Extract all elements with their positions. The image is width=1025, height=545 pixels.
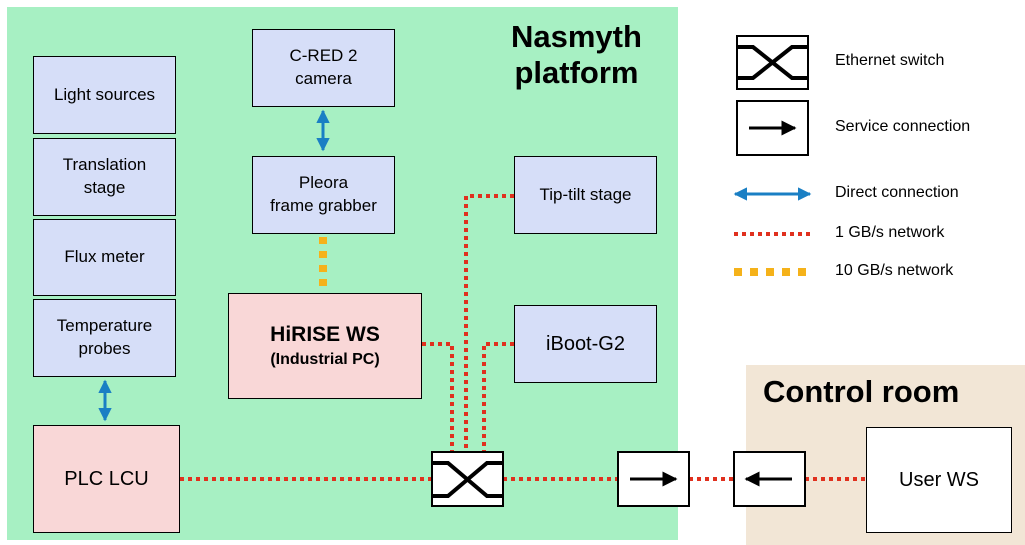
hirise-ws-box: HiRISE WS (Industrial PC) — [228, 293, 422, 399]
hirise-ws-label: HiRISE WS — [270, 323, 380, 347]
iboot-g2-box: iBoot-G2 — [514, 305, 657, 383]
service-connection-out-icon — [617, 451, 690, 507]
plc-lcu-box: PLC LCU — [33, 425, 180, 533]
legend-10gb-network-label: 10 GB/s network — [835, 262, 954, 279]
legend-ethernet-switch-label: Ethernet switch — [835, 52, 945, 69]
light-sources-box: Light sources — [33, 56, 176, 134]
nasmyth-platform-title: Nasmyth platform — [511, 19, 642, 90]
temperature-probes-box: Temperature probes — [33, 299, 176, 377]
legend-ethernet-switch-icon — [736, 35, 809, 90]
control-room-title: Control room — [763, 374, 960, 409]
legend-service-connection-icon — [736, 100, 809, 156]
cred2-camera-box: C-RED 2 camera — [252, 29, 395, 107]
user-ws-box: User WS — [866, 427, 1012, 533]
link-iboot-switch — [482, 342, 514, 452]
hirise-ws-sublabel: (Industrial PC) — [270, 351, 380, 369]
pleora-frame-grabber-box: Pleora frame grabber — [252, 156, 395, 234]
legend-service-connection-label: Service connection — [835, 118, 971, 135]
legend-1gb-network-label: 1 GB/s network — [835, 224, 945, 241]
flux-meter-box: Flux meter — [33, 219, 176, 296]
ethernet-switch-icon — [431, 451, 504, 507]
link-hirise-switch — [422, 342, 454, 452]
tip-tilt-stage-box: Tip-tilt stage — [514, 156, 657, 234]
link-tiptilt-switch — [464, 194, 514, 452]
translation-stage-box: Translation stage — [33, 138, 176, 216]
service-connection-in-icon — [733, 451, 806, 507]
legend-direct-connection-label: Direct connection — [835, 184, 959, 201]
